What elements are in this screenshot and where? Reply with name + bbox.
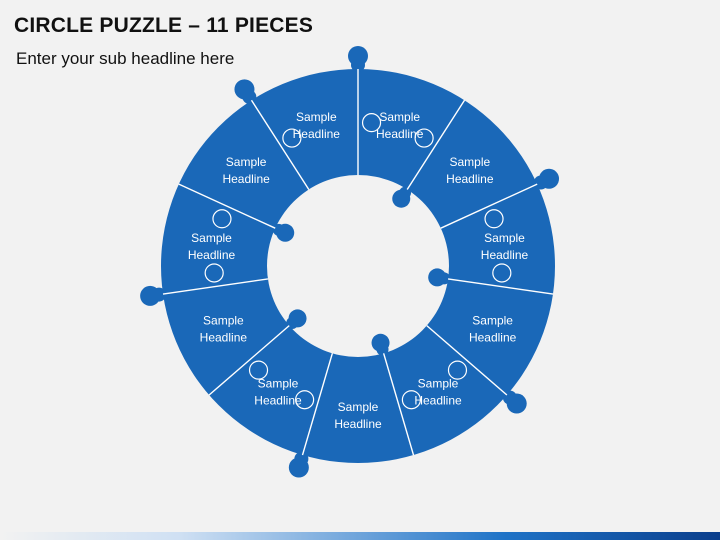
puzzle-tab [295, 390, 315, 410]
outer-knob [539, 168, 560, 189]
outer-knob [288, 457, 309, 478]
piece-label-line2: Headline [200, 330, 248, 344]
piece-label-line1: Sample [484, 231, 525, 245]
outer-knob [140, 285, 161, 306]
piece-label-line1: Sample [379, 110, 420, 124]
inner-knob [428, 268, 447, 287]
piece-label-line1: Sample [191, 231, 232, 245]
piece-label-line2: Headline [222, 172, 270, 186]
puzzle-tab [248, 360, 269, 380]
piece-label-line2: Headline [481, 248, 529, 262]
piece-label-line2: Headline [188, 248, 236, 262]
puzzle-tab [204, 263, 224, 283]
inner-knob [276, 223, 295, 242]
slide-title: CIRCLE PUZZLE – 11 PIECES [14, 14, 314, 37]
piece-divider [178, 183, 276, 229]
piece-label-line2: Headline [469, 330, 517, 344]
piece-label-line1: Sample [258, 377, 299, 391]
piece-label-line2: Headline [254, 394, 302, 408]
puzzle-tab [212, 209, 232, 229]
piece-divider [426, 325, 508, 396]
puzzle-tab [484, 209, 504, 229]
puzzle-tab [282, 128, 302, 148]
piece-divider [406, 99, 466, 190]
piece-label-line2: Headline [446, 172, 494, 186]
inner-knob [371, 333, 390, 352]
puzzle-tab [492, 263, 512, 283]
piece-divider [301, 353, 334, 456]
piece-label-line1: Sample [450, 155, 491, 169]
outer-knob [348, 46, 368, 66]
piece-label-line1: Sample [472, 313, 513, 327]
piece-label-line2: Headline [293, 127, 341, 141]
footer-gradient-bar [0, 532, 720, 540]
piece-label-line1: Sample [418, 377, 459, 391]
puzzle-tab [401, 390, 421, 410]
piece-label-line2: Headline [414, 394, 462, 408]
puzzle-tab [414, 128, 434, 148]
piece-label-line1: Sample [296, 110, 337, 124]
piece-divider [208, 325, 290, 396]
piece-label-line2: Headline [334, 417, 382, 431]
piece-divider [440, 183, 538, 229]
piece-divider [382, 353, 415, 456]
inner-knob [392, 189, 411, 208]
piece-divider [447, 278, 554, 295]
outer-knob [506, 393, 527, 414]
piece-label-line2: Headline [376, 127, 424, 141]
piece-label-line1: Sample [338, 400, 379, 414]
puzzle-tab [361, 113, 382, 133]
inner-knob [288, 309, 307, 328]
puzzle-tab [447, 360, 468, 380]
piece-label-line1: Sample [203, 313, 244, 327]
piece-divider [250, 99, 310, 190]
piece-divider [162, 278, 269, 295]
outer-knob [234, 79, 255, 100]
slide-subtitle: Enter your sub headline here [16, 49, 235, 68]
piece-label-line1: Sample [226, 155, 267, 169]
